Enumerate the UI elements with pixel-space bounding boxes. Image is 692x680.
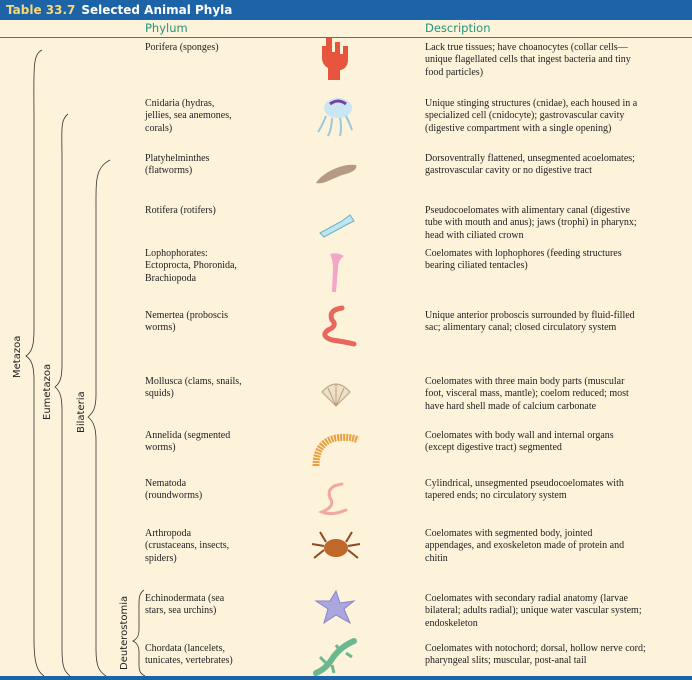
metazoa-bracket xyxy=(25,49,45,677)
phylum-description: Unique stinging structures (cnidae), eac… xyxy=(425,98,638,134)
segmented-worm-icon xyxy=(312,433,360,467)
shell-icon xyxy=(321,383,351,407)
phylum-name: Annelida (segmented worms) xyxy=(145,430,231,454)
phylum-description: Coelomates with secondary radial anatomy… xyxy=(425,593,642,629)
phylum-name: Arthropoda (crustaceans, insects, spider… xyxy=(145,528,230,564)
phylum-name: Echinodermata (sea stars, sea urchins) xyxy=(145,593,225,617)
phylum-description: Unique anterior proboscis surrounded by … xyxy=(425,310,635,334)
clade-label-eumetazoa: Eumetazoa xyxy=(42,363,53,420)
flatworm-icon xyxy=(316,164,357,184)
table-bottom-rule xyxy=(0,676,692,680)
phylum-name: Cnidaria (hydras, jellies, sea anemones,… xyxy=(145,98,232,134)
crab-icon xyxy=(311,531,361,559)
table-number: Table 33.7 xyxy=(6,3,76,17)
sponge-icon xyxy=(322,38,348,80)
clade-label-deuterostomia: Deuterostomia xyxy=(119,595,130,670)
sea-star-icon xyxy=(314,589,356,625)
phylum-description: Dorsoventrally flattened, unsegmented ac… xyxy=(425,153,635,177)
phylum-name: Nemertea (proboscis worms) xyxy=(145,310,229,334)
phylum-description: Pseudocoelomates with alimentary canal (… xyxy=(425,205,637,241)
roundworm-icon xyxy=(318,482,348,516)
phylum-name: Nematoda (roundworms) xyxy=(145,478,203,502)
column-header-description: Description xyxy=(425,21,491,35)
bilateria-bracket xyxy=(87,159,111,677)
clade-brackets xyxy=(25,49,145,677)
rotifer-icon xyxy=(319,214,355,238)
table-title-bar: Table 33.7 Selected Animal Phyla xyxy=(0,0,692,20)
phylum-description: Coelomates with segmented body, jointed … xyxy=(425,528,625,564)
phylum-description: Coelomates with three main body parts (m… xyxy=(425,376,629,412)
phylum-name: Platyhelminthes (flatworms) xyxy=(145,153,210,177)
table-title: Selected Animal Phyla xyxy=(81,3,233,17)
clade-label-bilateria: Bilateria xyxy=(76,391,87,433)
deuterostomia-bracket xyxy=(132,589,145,677)
phylum-description: Lack true tissues; have choanocytes (col… xyxy=(425,42,631,78)
jellyfish-icon xyxy=(317,98,353,137)
lophophorate-icon xyxy=(330,253,344,292)
phylum-name: Chordata (lancelets, tunicates, vertebra… xyxy=(145,643,233,667)
proboscis-worm-icon xyxy=(322,305,357,347)
phylum-description: Coelomates with notochord; dorsal, hollo… xyxy=(425,643,646,667)
phylum-description: Cylindrical, unsegmented pseudocoelomate… xyxy=(425,478,624,502)
salamander-icon xyxy=(313,638,357,676)
eumetazoa-bracket xyxy=(54,113,71,677)
header-divider xyxy=(0,37,692,38)
phylum-name: Rotifera (rotifers) xyxy=(145,205,216,216)
clade-label-metazoa: Metazoa xyxy=(12,335,23,378)
phylum-description: Coelomates with lophophores (feeding str… xyxy=(425,248,622,272)
column-header-phylum: Phylum xyxy=(145,21,188,35)
phylum-name: Porifera (sponges) xyxy=(145,42,219,53)
phylum-name: Mollusca (clams, snails, squids) xyxy=(145,376,242,400)
phylum-description: Coelomates with body wall and internal o… xyxy=(425,430,614,454)
phylum-name: Lophophorates: Ectoprocta, Phoronida, Br… xyxy=(145,248,237,284)
